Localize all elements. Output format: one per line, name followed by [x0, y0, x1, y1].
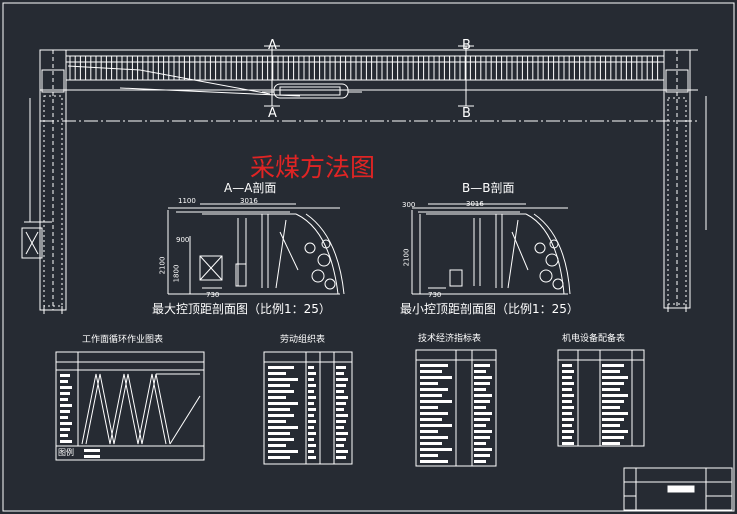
title-block — [623, 467, 733, 511]
labor-table — [263, 351, 353, 465]
right-gateway — [663, 49, 707, 312]
section-a-caption: 最大控顶距剖面图（比例1：25） — [152, 302, 331, 316]
cycle-table-title: 工作面循环作业图表 — [82, 335, 164, 345]
equipment-table — [557, 349, 645, 447]
section-markers — [264, 45, 474, 107]
section-mark-a-bottom: A — [268, 106, 277, 121]
dim-b-2100: 2100 — [402, 248, 411, 267]
dim-a-900: 900 — [176, 236, 190, 244]
section-mark-b-bottom: B — [462, 106, 471, 121]
main-title: 采煤方法图 — [250, 153, 376, 182]
table-row-bars — [60, 364, 628, 463]
left-gateway — [21, 49, 67, 314]
dim-a-1100: 1100 — [178, 197, 196, 205]
section-a-drawing — [167, 203, 345, 295]
legend-label: 图例 — [58, 448, 74, 457]
dim-a-2100: 2100 — [158, 256, 167, 275]
section-mark-a-top: A — [268, 38, 277, 53]
tech-table — [415, 349, 497, 467]
face-plan-view — [40, 49, 698, 122]
dim-a-1800: 1800 — [172, 264, 181, 283]
dim-b-730: 730 — [428, 291, 442, 299]
equipment-table-title: 机电设备配备表 — [562, 334, 626, 344]
dim-a-730: 730 — [206, 291, 220, 299]
tech-table-title: 技术经济指标表 — [418, 334, 482, 344]
section-mark-b-top: B — [462, 38, 471, 53]
section-b-caption: 最小控顶距剖面图（比例1：25） — [400, 302, 579, 316]
labor-table-title: 劳动组织表 — [280, 335, 326, 345]
dim-a-3016: 3016 — [240, 197, 258, 205]
section-b-heading: B—B剖面 — [462, 181, 515, 195]
dim-b-300: 300 — [402, 201, 416, 209]
section-a-heading: A—A剖面 — [224, 181, 277, 195]
dim-b-3016: 3016 — [466, 200, 484, 208]
section-b-drawing — [411, 203, 571, 295]
cycle-table — [55, 351, 205, 461]
